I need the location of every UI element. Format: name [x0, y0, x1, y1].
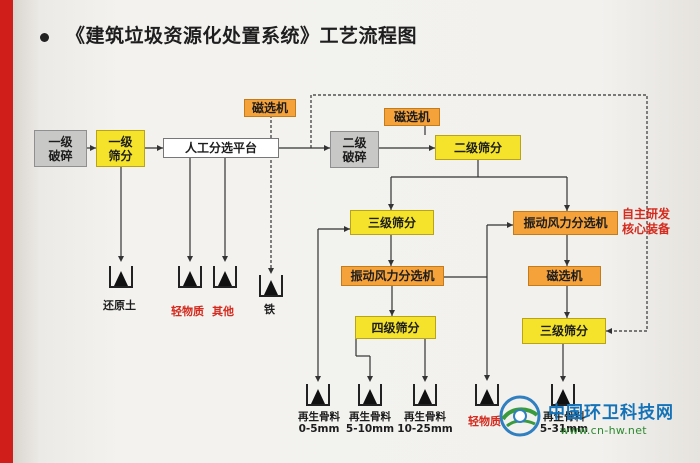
globe-logo-icon: [499, 395, 541, 437]
magnetic-separator-1-box: 磁选机: [244, 99, 296, 117]
secondary-crushing-box: 二级 破碎: [330, 131, 379, 168]
bin-icon: [178, 266, 202, 288]
output-other: 其他: [212, 305, 234, 318]
magnetic-separator-3-box: 磁选机: [528, 266, 601, 286]
output-light-material-2: 轻物质: [468, 415, 501, 428]
bin-icon: [213, 266, 237, 288]
bin-icon: [306, 384, 330, 406]
output-light-material: 轻物质: [171, 305, 204, 318]
secondary-screening-box: 二级筛分: [435, 135, 521, 160]
bin-icon: [475, 384, 499, 406]
title-bullet: [40, 33, 49, 42]
primary-screening-box: 一级 筛分: [96, 130, 145, 167]
bin-icon: [551, 384, 575, 406]
bin-icon: [109, 266, 133, 288]
rnd-core-equipment-note: 自主研发 核心装备: [622, 207, 671, 236]
accent-bar: [0, 0, 13, 463]
bin-icon: [358, 384, 382, 406]
bin-icon: [413, 384, 437, 406]
vibrating-wind-sorter-b-box: 振动风力分选机: [513, 211, 618, 235]
output-iron: 铁: [264, 303, 275, 316]
watermark-url: www.cn-hw.net: [560, 424, 647, 437]
tertiary-screening-a-box: 三级筛分: [350, 210, 434, 235]
primary-crushing-box: 一级 破碎: [34, 130, 87, 167]
vibrating-wind-sorter-a-box: 振动风力分选机: [341, 266, 444, 286]
page-title: 《建筑垃圾资源化处置系统》工艺流程图: [66, 25, 418, 47]
magnetic-separator-2-box: 磁选机: [384, 108, 440, 126]
tertiary-screening-b-box: 三级筛分: [522, 318, 606, 344]
watermark-site-name: 中国环卫科技网: [548, 403, 674, 423]
manual-sorting-box: 人工分选平台: [163, 138, 279, 158]
bin-icon: [259, 275, 283, 297]
output-restored-soil: 还原土: [103, 299, 136, 312]
quaternary-screening-box: 四级筛分: [355, 316, 436, 339]
